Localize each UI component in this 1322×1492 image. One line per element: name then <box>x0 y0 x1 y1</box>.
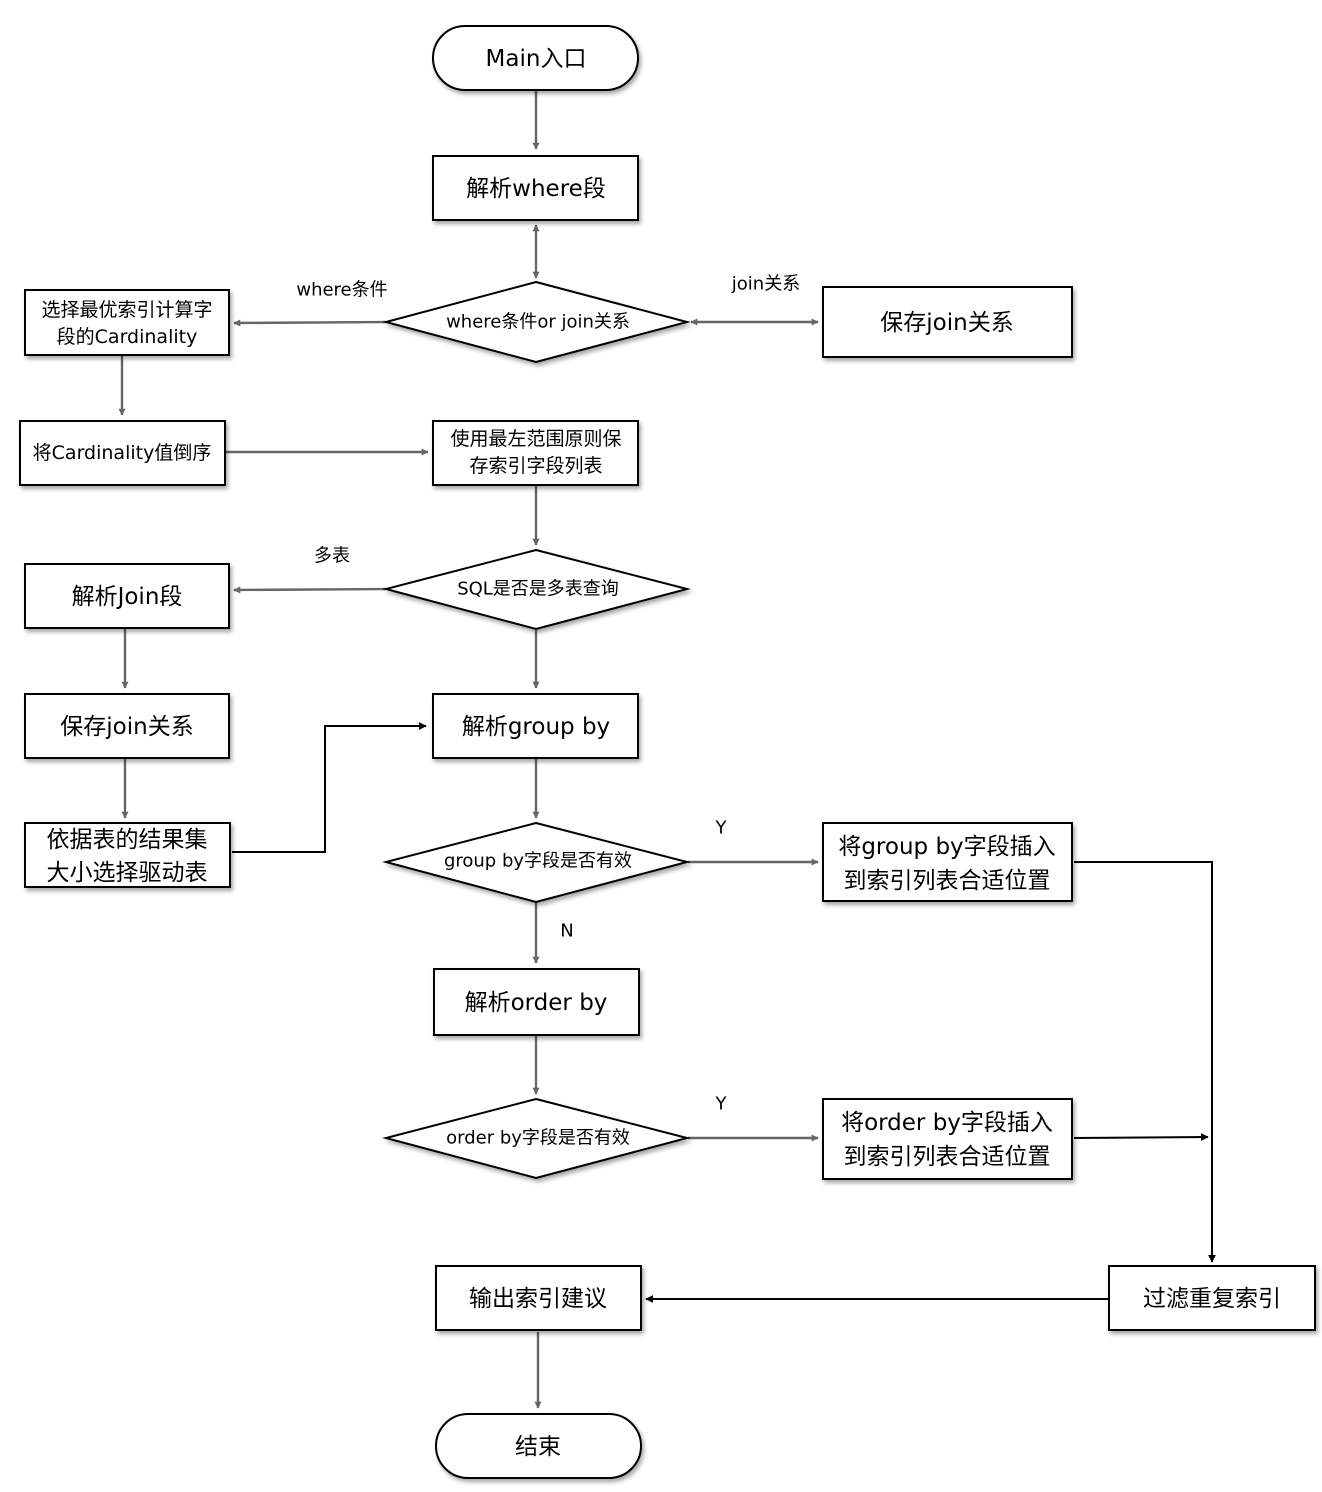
node-filter-duplicates: 过滤重复索引 <box>1108 1265 1316 1331</box>
edges <box>118 91 1216 1409</box>
svg-text:使用最左范围原则保: 使用最左范围原则保 <box>450 428 621 450</box>
edge-labels: where条件 join关系 多表 Y N Y <box>296 274 800 1115</box>
node-parse-join: 解析Join段 <box>24 563 230 629</box>
svg-text:将order by字段插入: 将order by字段插入 <box>841 1110 1053 1136</box>
node-select-best-index: 选择最优索引计算字 段的Cardinality <box>24 289 230 356</box>
node-save-join-left: 保存join关系 <box>24 693 230 759</box>
svg-text:group by字段是否有效: group by字段是否有效 <box>444 851 632 872</box>
edge-driver-to-group-by <box>232 722 427 853</box>
svg-text:SQL是否是多表查询: SQL是否是多表查询 <box>457 579 619 600</box>
label-join-rel: join关系 <box>731 274 800 295</box>
label-group-no: N <box>560 921 573 942</box>
svg-text:结束: 结束 <box>515 1434 561 1460</box>
svg-text:解析order by: 解析order by <box>465 990 608 1016</box>
edge-decision-to-select-index <box>233 319 387 327</box>
edge-insert-group-to-filter <box>1074 861 1216 1263</box>
svg-text:解析where段: 解析where段 <box>466 176 606 202</box>
decision-order-by-valid: order by字段是否有效 <box>382 1097 691 1180</box>
svg-text:选择最优索引计算字: 选择最优索引计算字 <box>41 299 212 321</box>
decision-multi-table: SQL是否是多表查询 <box>382 548 691 631</box>
node-end: 结束 <box>435 1413 642 1479</box>
svg-text:到索引列表合适位置: 到索引列表合适位置 <box>844 868 1051 894</box>
svg-text:保存join关系: 保存join关系 <box>60 714 193 740</box>
node-parse-order-by: 解析order by <box>433 968 640 1036</box>
svg-text:where条件or join关系: where条件or join关系 <box>446 312 630 333</box>
node-parse-where: 解析where段 <box>432 155 639 221</box>
node-parse-group-by: 解析group by <box>432 693 639 759</box>
label-where-cond: where条件 <box>296 280 387 301</box>
edge-insert-order-to-filter <box>1073 1133 1209 1142</box>
node-sort-cardinality: 将Cardinality值倒序 <box>19 420 226 486</box>
svg-text:解析group by: 解析group by <box>462 714 610 740</box>
label-multi-table: 多表 <box>314 546 350 567</box>
svg-text:大小选择驱动表: 大小选择驱动表 <box>47 860 208 886</box>
label-group-yes: Y <box>715 818 728 839</box>
svg-text:段的Cardinality: 段的Cardinality <box>57 326 198 348</box>
svg-text:Main入口: Main入口 <box>486 46 587 72</box>
svg-text:依据表的结果集: 依据表的结果集 <box>47 827 208 853</box>
node-output-advice: 输出索引建议 <box>435 1265 642 1331</box>
svg-text:解析Join段: 解析Join段 <box>72 584 183 610</box>
svg-text:过滤重复索引: 过滤重复索引 <box>1143 1286 1281 1312</box>
node-insert-group-by: 将group by字段插入 到索引列表合适位置 <box>822 822 1073 902</box>
label-order-yes: Y <box>715 1094 728 1115</box>
svg-text:将Cardinality值倒序: 将Cardinality值倒序 <box>33 442 212 464</box>
decision-group-by-valid: group by字段是否有效 <box>382 821 691 904</box>
svg-text:输出索引建议: 输出索引建议 <box>469 1286 607 1312</box>
node-choose-driver: 依据表的结果集 大小选择驱动表 <box>24 822 231 888</box>
svg-text:order by字段是否有效: order by字段是否有效 <box>446 1128 630 1149</box>
decision-where-or-join: where条件or join关系 <box>382 280 691 364</box>
node-main-entry: Main入口 <box>432 25 639 91</box>
svg-text:到索引列表合适位置: 到索引列表合适位置 <box>844 1144 1051 1170</box>
node-leftmost-range: 使用最左范围原则保 存索引字段列表 <box>432 420 639 486</box>
svg-text:存索引字段列表: 存索引字段列表 <box>469 455 602 477</box>
svg-text:将group by字段插入: 将group by字段插入 <box>838 834 1055 860</box>
edge-multi-to-parse-join <box>233 586 387 594</box>
node-save-join-right: 保存join关系 <box>822 286 1073 358</box>
svg-text:保存join关系: 保存join关系 <box>880 310 1013 336</box>
node-insert-order-by: 将order by字段插入 到索引列表合适位置 <box>822 1098 1073 1180</box>
